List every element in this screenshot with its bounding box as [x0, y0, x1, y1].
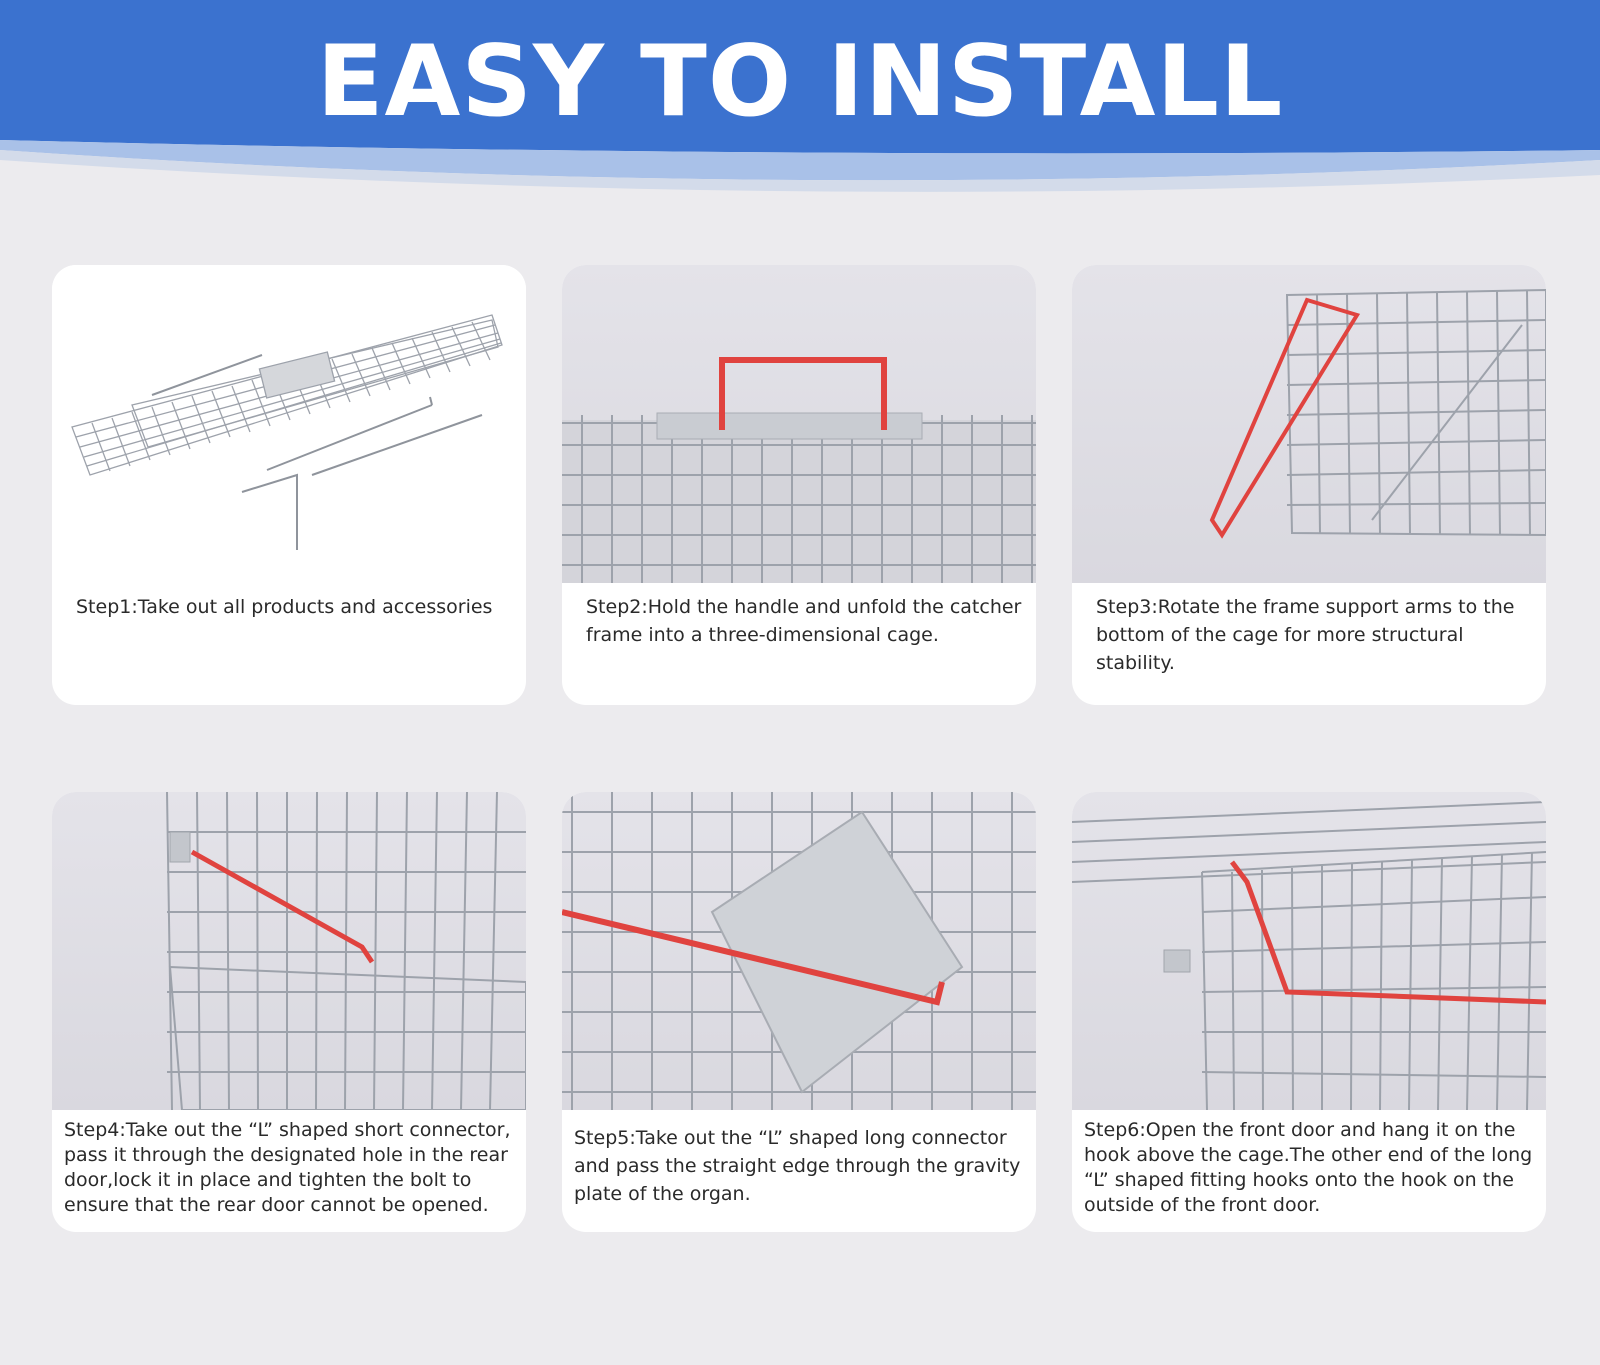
- step-caption-6: Step6:Open the front door and hang it on…: [1084, 1119, 1533, 1216]
- step-card-4: Step4:Take out the “L” shaped short conn…: [52, 792, 526, 1232]
- step-caption-1: Step1:Take out all products and accessor…: [76, 596, 493, 618]
- header-banner: EASY TO INSTALL: [0, 0, 1600, 200]
- step-caption-3: Step3:Rotate the frame support arms to t…: [1096, 596, 1515, 674]
- support-arm-image: [1072, 265, 1546, 583]
- page-title: EASY TO INSTALL: [316, 25, 1284, 139]
- long-connector-image: [562, 792, 1036, 1110]
- flat-cage-and-rods-image: [52, 265, 526, 583]
- step-caption-4: Step4:Take out the “L” shaped short conn…: [64, 1119, 511, 1216]
- step-card-6: Step6:Open the front door and hang it on…: [1072, 792, 1546, 1232]
- step-card-2: Step2:Hold the handle and unfold the cat…: [562, 265, 1036, 705]
- front-door-hook-image: [1072, 792, 1546, 1110]
- step-card-5: Step5:Take out the “L” shaped long conne…: [562, 792, 1036, 1232]
- step-card-1: Step1:Take out all products and accessor…: [52, 265, 526, 705]
- step-caption-2: Step2:Hold the handle and unfold the cat…: [586, 596, 1022, 646]
- step-caption-5: Step5:Take out the “L” shaped long conne…: [574, 1127, 1021, 1205]
- step-card-3: Step3:Rotate the frame support arms to t…: [1072, 265, 1546, 705]
- short-connector-image: [52, 792, 526, 1110]
- cage-handle-image: [562, 265, 1036, 583]
- banner-wave-shape: [0, 0, 1600, 192]
